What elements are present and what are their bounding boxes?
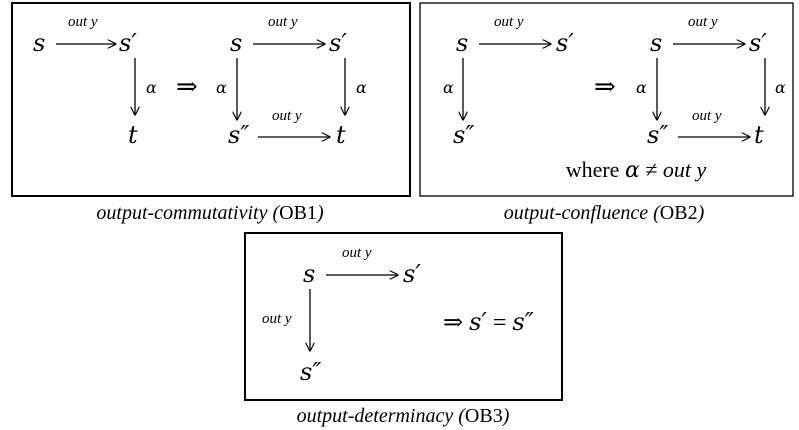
node-s-prime: s′ xyxy=(749,29,767,57)
caption-paren-close: ) xyxy=(697,202,705,224)
where-clause: where α ≠ out y xyxy=(566,157,707,183)
label-alpha: α xyxy=(443,78,454,97)
caption-paren-open: ( xyxy=(648,202,661,224)
label-out-y: out y xyxy=(262,311,292,327)
conclusion-equality: ⇒ s′ = s″ xyxy=(443,308,534,336)
caption-ob3: output-determinacy (OB3) xyxy=(297,405,510,427)
label-out-y: out y xyxy=(688,14,718,30)
label-out-y: out y xyxy=(268,14,298,30)
caption-paren-open: ( xyxy=(267,202,280,224)
caption-ob1: output-commutativity (OB1) xyxy=(96,202,324,224)
conclusion-eq: = xyxy=(493,310,507,336)
node-s-double-prime: s″ xyxy=(228,121,249,149)
caption-code: OB1 xyxy=(279,202,317,224)
panel-frame xyxy=(11,2,411,197)
node-s: s xyxy=(33,29,45,57)
caption-code: OB3 xyxy=(465,405,503,427)
node-s-prime: s′ xyxy=(403,260,421,288)
caption-code: OB2 xyxy=(660,202,698,224)
node-s: s xyxy=(230,29,242,57)
caption-paren-open: ( xyxy=(453,405,466,427)
caption-ob2: output-confluence (OB2) xyxy=(504,202,705,224)
label-alpha: α xyxy=(146,78,157,97)
node-s: s xyxy=(456,29,468,57)
node-s-double-prime: s″ xyxy=(647,121,668,149)
conclusion-lhs: s′ xyxy=(469,308,487,336)
caption-name: output-confluence xyxy=(504,202,649,224)
implies-symbol: ⇒ xyxy=(594,72,616,101)
label-alpha: α xyxy=(216,78,227,97)
implies-symbol: ⇒ xyxy=(176,72,198,101)
where-word: where xyxy=(566,157,620,182)
conclusion-rhs: s″ xyxy=(512,308,533,336)
label-alpha: α xyxy=(636,78,647,97)
caption-name: output-determinacy xyxy=(297,405,454,427)
node-s-prime: s′ xyxy=(119,29,137,57)
implies-symbol: ⇒ xyxy=(443,310,463,336)
where-alpha: α xyxy=(625,158,640,183)
node-s-double-prime: s″ xyxy=(300,358,321,386)
node-s-prime: s′ xyxy=(329,29,347,57)
node-s-double-prime: s″ xyxy=(453,121,474,149)
node-s-prime: s′ xyxy=(556,29,574,57)
label-alpha: α xyxy=(775,78,786,97)
where-neq: ≠ xyxy=(645,157,657,182)
where-out-y: out y xyxy=(663,157,707,182)
label-alpha: α xyxy=(356,78,367,97)
caption-paren-close: ) xyxy=(316,202,324,224)
panel-output-determinacy: s out y s′ out y s″ ⇒ s′ = s″ output-det… xyxy=(244,232,563,427)
panel-output-confluence: s out y s′ α s″ ⇒ s out y s′ α α s″ out … xyxy=(419,2,794,224)
label-out-y: out y xyxy=(68,14,98,30)
node-t: t xyxy=(754,121,764,149)
caption-name: output-commutativity xyxy=(96,202,267,224)
label-out-y: out y xyxy=(272,108,302,124)
node-s: s xyxy=(303,260,315,288)
node-t: t xyxy=(128,121,138,149)
label-out-y: out y xyxy=(342,245,372,261)
node-t: t xyxy=(336,121,346,149)
label-out-y: out y xyxy=(692,108,722,124)
node-s: s xyxy=(650,29,662,57)
panel-frame xyxy=(419,2,794,197)
caption-paren-close: ) xyxy=(502,405,510,427)
label-out-y: out y xyxy=(494,14,524,30)
panel-output-commutativity: s out y s′ α t ⇒ s out y s′ α α s″ out y… xyxy=(11,2,411,224)
panel-frame xyxy=(244,232,563,401)
